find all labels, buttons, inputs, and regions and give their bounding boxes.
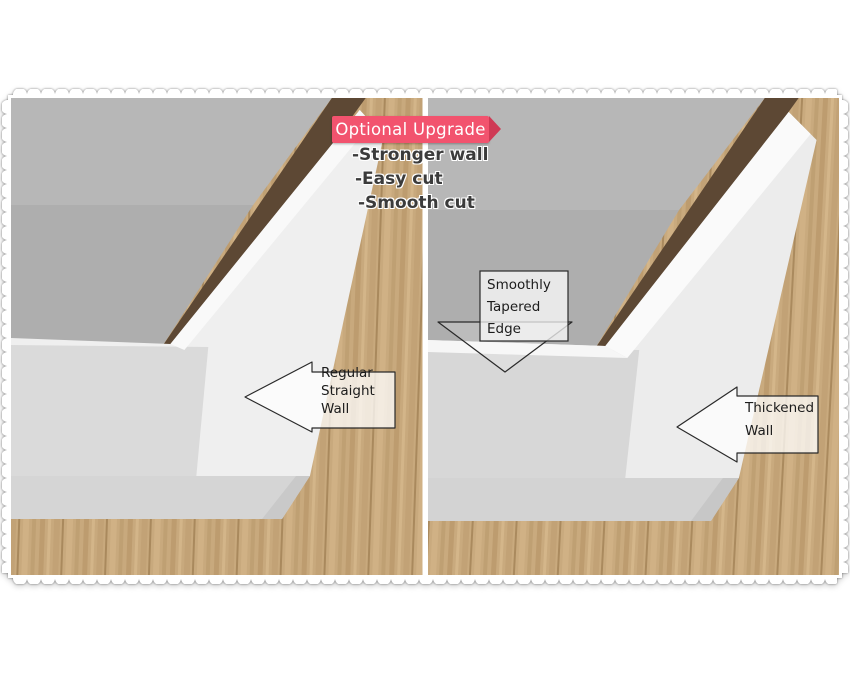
wall-bottom-bevel xyxy=(11,476,310,519)
feature-smooth-cut: -Smooth cut xyxy=(358,193,475,213)
banner-label: Optional Upgrade xyxy=(335,120,486,139)
lace-edge-top xyxy=(13,89,837,95)
callout-regular-straight-wall: Regular Straight Wall xyxy=(241,360,399,434)
interior-shadow-gap xyxy=(162,98,366,350)
callout-line: Wall xyxy=(745,423,774,439)
feature-list: -Stronger wall -Easy cut -Smooth cut xyxy=(352,143,488,215)
callout-line: Thickened xyxy=(745,400,815,416)
box-interior-floor xyxy=(11,205,254,346)
wall-bevel-corner xyxy=(262,476,310,519)
feature-easy-cut: -Easy cut xyxy=(355,169,443,189)
callout-line: Edge xyxy=(487,321,521,337)
box-interior-far-wall xyxy=(427,98,765,210)
lace-edge-bottom xyxy=(13,578,837,584)
lace-edge-right xyxy=(842,100,848,573)
photo-frame: Optional Upgrade -Stronger wall -Easy cu… xyxy=(8,95,842,578)
callout-line: Wall xyxy=(321,401,350,417)
scalloped-photo-frame: Optional Upgrade -Stronger wall -Easy cu… xyxy=(2,89,848,584)
outer-wall-side-face xyxy=(11,345,209,476)
wall-bottom-bevel xyxy=(427,478,739,521)
callout-smoothly-tapered-edge: Smoothly Tapered Edge xyxy=(435,268,575,376)
tapered-top-edge-left xyxy=(427,340,627,358)
wall-bevel-corner xyxy=(690,478,739,521)
box-interior-far-wall xyxy=(11,98,332,205)
tapered-top-edge xyxy=(604,112,811,358)
left-arrow-icon xyxy=(676,386,819,463)
lace-edge-left xyxy=(2,100,8,573)
outer-wall-side-face xyxy=(427,348,639,478)
callout-text: Thickened Wall xyxy=(745,397,814,443)
callout-line: Regular xyxy=(321,365,373,381)
callout-text: Regular Straight Wall xyxy=(321,364,375,418)
callout-line: Tapered xyxy=(487,299,541,315)
left-arrow-icon xyxy=(244,361,396,433)
regular-wall-render xyxy=(11,98,423,575)
down-arrow-icon xyxy=(437,270,573,373)
feature-stronger-wall: -Stronger wall xyxy=(352,145,489,165)
callout-text: Smoothly Tapered Edge xyxy=(487,274,551,340)
wall-top-edge xyxy=(170,110,372,350)
left-panel-regular-wall xyxy=(11,98,423,575)
callout-line: Straight xyxy=(321,383,375,399)
callout-thickened-wall: Thickened Wall xyxy=(675,383,823,465)
callout-line: Smoothly xyxy=(487,277,551,293)
optional-upgrade-banner: Optional Upgrade xyxy=(332,116,501,143)
ribbon-fold-icon xyxy=(489,116,501,142)
interior-shadow-gap xyxy=(594,98,799,353)
